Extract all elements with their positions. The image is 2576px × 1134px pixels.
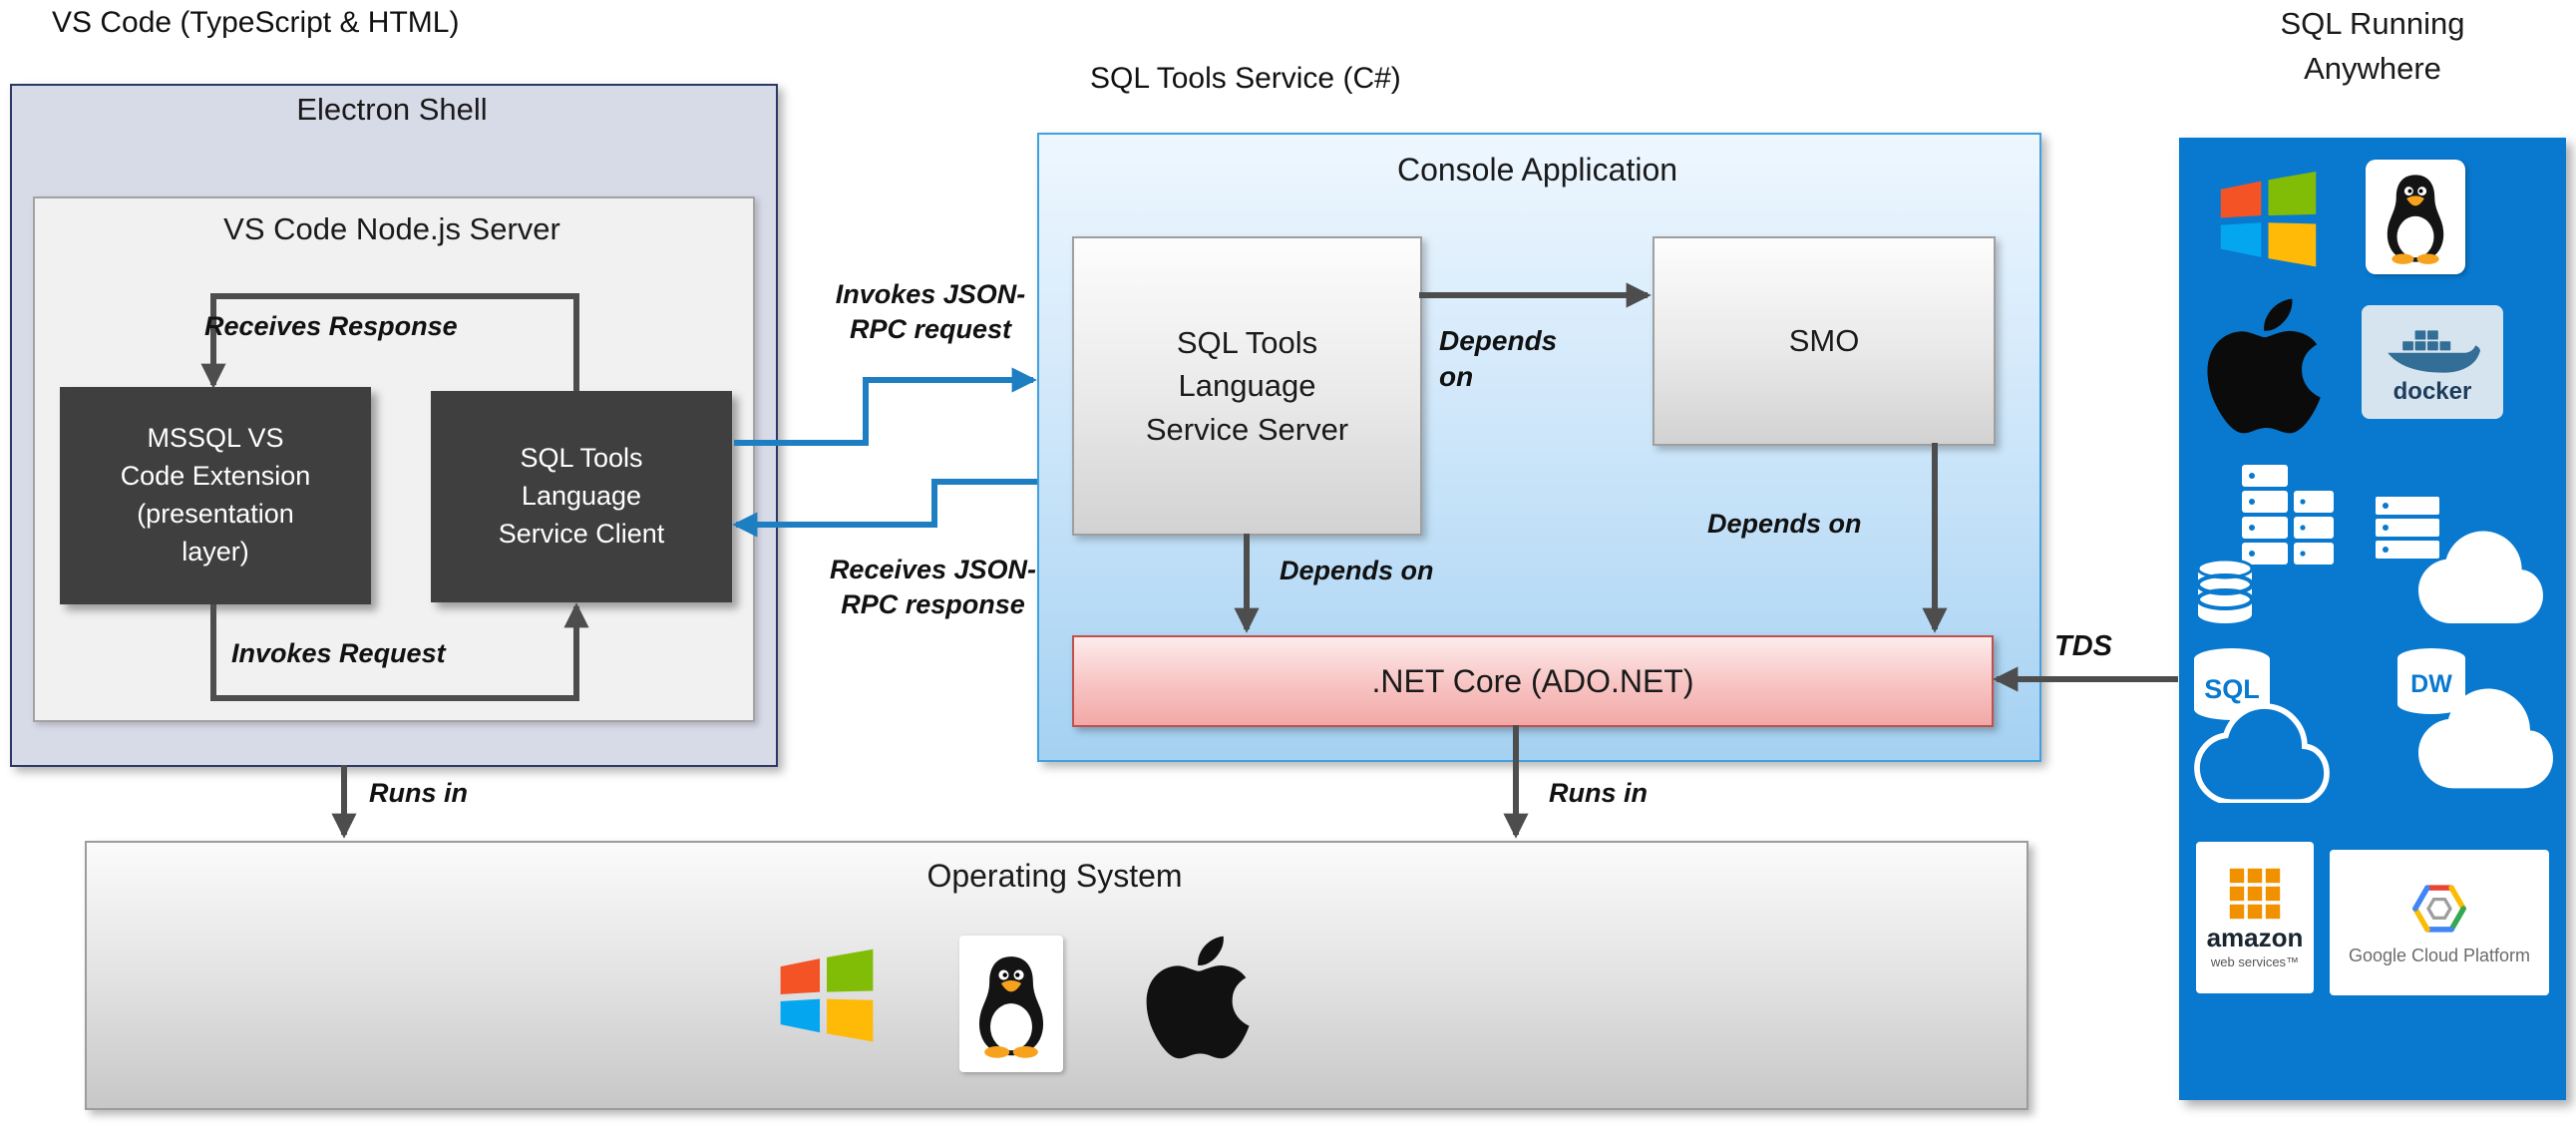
json-rpc-request-line1: Invokes JSON- [835, 279, 1026, 309]
servers-cloud-graphic [2376, 497, 2543, 623]
console-application-title: Console Application [1396, 152, 1678, 188]
receives-response-label: Receives Response [204, 311, 458, 341]
apple-icon [1145, 928, 1251, 1067]
anywhere-line1: SQL Running [2280, 6, 2465, 41]
sql-db-cloud-graphic: SQL [2194, 648, 2330, 803]
smo-box: SMO [1653, 236, 1996, 446]
runs-in-right-label: Runs in [1549, 778, 1648, 808]
depends-on-smo-line2: on [1439, 361, 1474, 393]
aws-cubes-graphic [2229, 868, 2281, 919]
invokes-request-label: Invokes Request [231, 638, 446, 668]
dw-db-label: DW [2410, 670, 2452, 698]
mssql-extension-label: MSSQL VS Code Extension (presentation la… [120, 423, 311, 567]
vscode-section-label: VS Code (TypeScript & HTML) [52, 6, 460, 39]
json-rpc-response-line1: Receives JSON- [829, 555, 1037, 584]
dotnet-core-box: .NET Core (ADO.NET) [1072, 635, 1994, 727]
node-server-title: VS Code Node.js Server [223, 211, 560, 246]
aws-icon: amazon web services™ [2196, 842, 2314, 993]
anywhere-line2: Anywhere [2304, 50, 2441, 86]
dotnet-core-label: .NET Core (ADO.NET) [1371, 662, 1694, 699]
arrow-json-rpc-request [734, 367, 1037, 446]
service-client-label: SQL Tools Language Service Client [498, 443, 665, 549]
docker-whale-graphic [2388, 330, 2481, 373]
linux-cloud-icon [2366, 160, 2465, 274]
depends-on-server-label: Depends on [1280, 556, 1434, 585]
language-server-box: SQL Tools Language Service Server [1072, 236, 1422, 536]
sql-db-label: SQL [2204, 674, 2260, 704]
windows-cloud-icon [2216, 166, 2321, 270]
dw-database-cloud-icon: DW [2374, 640, 2558, 795]
aws-amazon-label: amazon [2206, 922, 2304, 952]
datacenter-icon [2192, 461, 2342, 625]
gcp-label: Google Cloud Platform [2348, 945, 2531, 965]
docker-icon: docker [2362, 305, 2503, 419]
apple-cloud-icon [2206, 289, 2322, 443]
json-rpc-response-line2: RPC response [841, 589, 1025, 620]
windows-icon [776, 944, 878, 1045]
windows-logo-graphic [2220, 171, 2317, 267]
windows-logo-graphic [780, 948, 874, 1042]
tds-label: TDS [2054, 630, 2112, 662]
gcp-hexagon-graphic [2412, 884, 2466, 933]
json-rpc-request-line2: RPC request [849, 314, 1012, 345]
docker-label: docker [2392, 378, 2472, 405]
json-rpc-request-label: Invokes JSON- RPC request [826, 277, 1035, 347]
apple-logo-graphic [2207, 298, 2321, 434]
sqltools-section-label: SQL Tools Service (C#) [1090, 62, 1401, 95]
runs-in-left-label: Runs in [369, 778, 468, 808]
aws-webservices-label: web services™ [2210, 953, 2300, 969]
depends-on-dotnet-label: Depends on [1707, 509, 1862, 539]
tux-graphic [978, 955, 1044, 1058]
service-client-box: SQL Tools Language Service Client [431, 391, 732, 602]
electron-shell-title: Electron Shell [296, 92, 488, 127]
json-rpc-response-label: Receives JSON- RPC response [826, 553, 1040, 622]
gcp-icon: Google Cloud Platform [2330, 850, 2549, 995]
servers-cloud-icon [2364, 489, 2548, 623]
depends-on-smo-label: Depends on [1439, 323, 1557, 396]
language-server-label: SQL Tools Language Service Server [1145, 324, 1349, 447]
linux-icon [959, 936, 1063, 1072]
sql-database-cloud-icon: SQL [2182, 638, 2337, 803]
sql-running-anywhere-label: SQL Running Anywhere [2179, 2, 2566, 92]
mssql-extension-box: MSSQL VS Code Extension (presentation la… [60, 387, 371, 604]
dw-db-cloud-graphic: DW [2397, 648, 2553, 789]
datacenter-graphic [2196, 465, 2334, 623]
depends-on-smo-line1: Depends [1439, 325, 1558, 356]
operating-system-title: Operating System [926, 858, 1183, 894]
apple-logo-graphic [1146, 936, 1250, 1059]
smo-label: SMO [1788, 323, 1860, 359]
tux-graphic [2387, 175, 2444, 264]
arrow-json-rpc-response [732, 479, 1037, 538]
